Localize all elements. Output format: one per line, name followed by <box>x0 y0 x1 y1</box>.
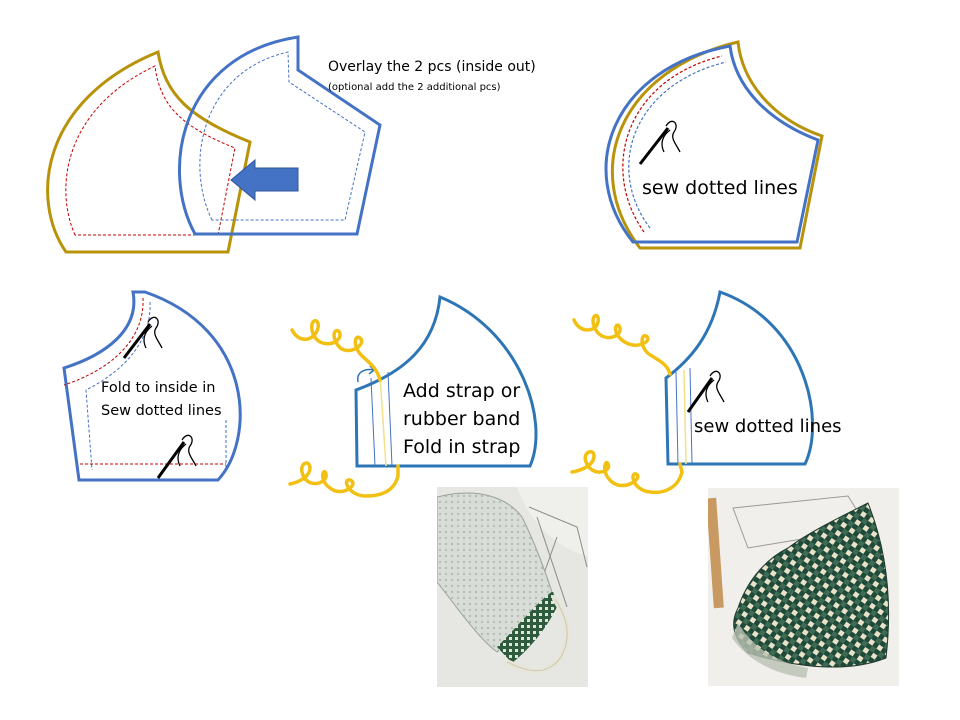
strap-icon <box>288 461 400 498</box>
blue-mask-piece <box>604 44 820 244</box>
step5-label: sew dotted lines <box>694 416 842 437</box>
blue-mask-piece <box>62 290 242 482</box>
needle-icon <box>156 434 197 479</box>
step4-line1: Add strap or <box>403 380 521 402</box>
fold-line-yellow <box>683 369 687 465</box>
strap-icon <box>572 313 672 376</box>
gold-mask-piece <box>610 40 824 250</box>
blue-mask-piece <box>664 290 815 466</box>
blue-mask-piece <box>177 35 382 236</box>
stitch-line-blue <box>628 61 727 229</box>
step2-sew-figure <box>604 40 824 250</box>
strap-icon <box>570 450 684 495</box>
step4-instructions: Add strap or rubber band Fold in strap <box>403 377 520 461</box>
stitch-line-blue <box>85 301 151 471</box>
blue-piece-stitch-line <box>199 51 366 221</box>
blue-mask-piece <box>354 294 538 468</box>
step1-overlay-figure <box>46 35 382 254</box>
gold-piece-stitch-line <box>65 65 236 236</box>
needle-icon <box>122 316 163 359</box>
step5-sew-figure <box>570 290 815 495</box>
needle-icon <box>638 120 681 165</box>
photo-finished-mask-grey <box>437 487 588 687</box>
needle-icon <box>686 370 725 413</box>
fold-line <box>689 367 693 465</box>
step4-line3: Fold in strap <box>403 436 521 458</box>
step1-title: Overlay the 2 pcs (inside out) <box>328 59 536 75</box>
step3-line2: Sew dotted lines <box>101 403 222 419</box>
fold-line-yellow <box>379 374 387 467</box>
strap-icon <box>290 319 382 382</box>
arrow-left-icon <box>230 158 299 202</box>
fold-line <box>387 371 393 467</box>
fold-line <box>675 371 679 465</box>
stitch-line-red <box>622 55 723 233</box>
step4-line2: rubber band <box>403 408 521 430</box>
step3-line1: Fold to inside in <box>101 380 216 396</box>
stitch-line-red <box>63 297 144 386</box>
fold-line <box>370 377 376 467</box>
gold-mask-piece <box>46 49 252 254</box>
step2-label: sew dotted lines <box>642 177 798 199</box>
step3-fold-figure <box>62 290 242 482</box>
step1-subtitle: (optional add the 2 additional pcs) <box>328 82 501 93</box>
step3-instructions: Fold to inside in Sew dotted lines <box>101 377 222 423</box>
step4-strap-figure <box>288 294 538 498</box>
photo-finished-mask-green <box>708 488 899 686</box>
